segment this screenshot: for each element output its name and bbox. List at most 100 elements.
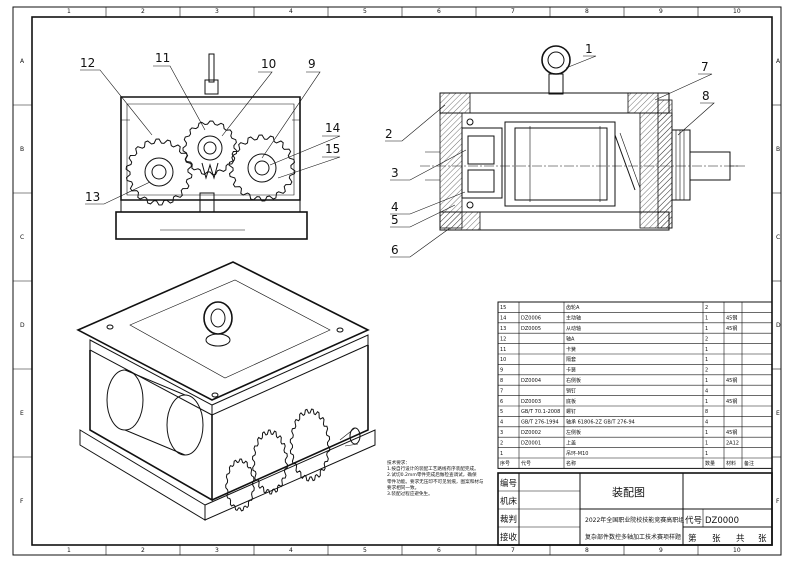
bom-row-6-no: 6 (500, 399, 503, 405)
bom-row-12-qty: 2 (705, 336, 708, 342)
bom-row-13-no: 13 (500, 326, 506, 332)
isometric-view (76, 261, 376, 521)
zone-col-9: 9 (659, 547, 663, 554)
bom-row-2-code: DZ0001 (521, 440, 541, 446)
zone-row-D: D (776, 322, 781, 329)
bom-row-9-qty: 2 (705, 368, 708, 374)
bom-row-14-code: DZ0006 (521, 316, 541, 322)
notes-line-3: 零件功能。要求无压印不可见划痕，图案和材与 (387, 479, 484, 485)
sheet-word-3: 共 (736, 534, 745, 544)
iso-gear-1 (289, 408, 331, 482)
bom-row-8-qty: 1 (705, 378, 708, 384)
zone-col-1: 1 (67, 8, 71, 15)
zone-col-10: 10 (733, 8, 741, 15)
zone-col-9: 9 (659, 8, 663, 15)
notes-line-2: 2.试切0.2mm零件完成后做检查调试，确保 (387, 473, 477, 479)
balloon-4: 4 (391, 200, 399, 214)
bom-row-8-name: 右侧板 (566, 377, 581, 384)
drawing-code: DZ0000 (705, 516, 739, 526)
bom-row-5-code: GB/T 70.1-2008 (521, 409, 560, 415)
gear-middle (182, 120, 238, 176)
zone-col-7: 7 (511, 547, 515, 554)
notes-line-1: 1.按自行设计的装配工艺路线有序装配完成。 (387, 467, 479, 473)
bom-header-material: 材料 (726, 460, 736, 467)
bom-row-14-name: 主动轴 (566, 315, 581, 322)
zone-row-E: E (776, 410, 780, 417)
bom-row-7-name: 销钉 (566, 387, 576, 394)
bom-row-12-no: 12 (500, 336, 506, 342)
zone-row-B: B (20, 146, 24, 153)
zone-col-5: 5 (363, 547, 367, 554)
zone-col-6: 6 (437, 8, 441, 15)
bom-row-13-material: 45钢 (726, 325, 737, 332)
balloon-15: 15 (325, 142, 340, 156)
tb-label-judge: 裁判 (500, 514, 517, 525)
bom-row-2-no: 2 (500, 440, 503, 446)
bom-row-10-name: 隔套 (566, 356, 576, 363)
bom-row-3-no: 3 (500, 430, 503, 436)
bom-row-4-code: GB/T 276-1994 (521, 420, 559, 426)
zone-row-F: F (20, 498, 24, 505)
iso-gear-3 (225, 458, 255, 512)
bom-row-10-qty: 1 (705, 357, 708, 363)
bom-row-12-name: 轴A (566, 335, 575, 342)
side-section-view (420, 45, 745, 231)
technical-notes: 技术要求： 1.按自行设计的装配工艺路线有序装配完成。 2.试切0.2mm零件完… (387, 461, 495, 498)
zone-row-E: E (20, 410, 24, 417)
zone-col-2: 2 (141, 547, 145, 554)
balloon-2: 2 (385, 127, 393, 141)
sheet-word-4: 张 (758, 534, 767, 544)
bom-row-15-qty: 2 (705, 305, 708, 311)
bom-row-3-material: 45钢 (726, 429, 737, 436)
bom-row-8-no: 8 (500, 378, 503, 384)
bom-row-4-name: 轴承 61806-2Z GB/T 276-94 (566, 419, 635, 426)
balloon-13: 13 (85, 190, 100, 204)
zone-row-C: C (776, 234, 780, 241)
zone-col-4: 4 (289, 547, 293, 554)
bom-row-10-no: 10 (500, 357, 506, 363)
zone-col-4: 4 (289, 8, 293, 15)
gear-left (125, 138, 193, 206)
zone-row-B: B (776, 146, 780, 153)
competition-name: 2022年全国职业院校技能竞赛高职组 (585, 516, 684, 524)
bom-row-7-no: 7 (500, 388, 503, 394)
balloon-12: 12 (80, 56, 95, 70)
bom-row-6-code: DZ0003 (521, 399, 541, 405)
zone-col-8: 8 (585, 547, 589, 554)
bom-row-3-code: DZ0002 (521, 430, 541, 436)
iso-gear-2 (251, 429, 289, 495)
bom-row-15-no: 15 (500, 305, 506, 311)
bom-row-14-material: 45钢 (726, 315, 737, 322)
bom-row-8-code: DZ0004 (521, 378, 541, 384)
balloon-5: 5 (391, 213, 399, 227)
drawing-title: 装配图 (612, 486, 645, 499)
bom-header-name: 名称 (566, 460, 576, 467)
bom-row-13-qty: 1 (705, 326, 708, 332)
bom-row-3-qty: 1 (705, 430, 708, 436)
bom-row-6-material: 45钢 (726, 398, 737, 405)
bom-row-5-name: 螺钉 (566, 408, 576, 415)
bom-row-3-name: 左侧板 (566, 429, 581, 436)
zone-col-1: 1 (67, 547, 71, 554)
bom-row-7-qty: 4 (705, 388, 708, 394)
zone-col-7: 7 (511, 8, 515, 15)
sheet-word-2: 张 (712, 534, 721, 544)
zone-col-10: 10 (733, 547, 741, 554)
zone-row-D: D (20, 322, 25, 329)
zone-row-C: C (20, 234, 24, 241)
bom-header-qty: 数量 (705, 460, 715, 467)
balloon-7: 7 (701, 60, 709, 74)
zone-col-5: 5 (363, 8, 367, 15)
bom-row-1-name: 吊环-M10 (566, 451, 588, 457)
zone-row-A: A (776, 58, 781, 65)
balloon-8: 8 (702, 89, 710, 103)
notes-line-4: 要求相同一致。 (387, 485, 420, 491)
bom-row-13-name: 从动轴 (566, 325, 581, 332)
tb-label-machine: 机床 (500, 496, 518, 507)
bom-header-code: 代号 (521, 460, 531, 467)
balloon-10: 10 (261, 57, 276, 71)
bom-row-9-no: 9 (500, 368, 503, 374)
